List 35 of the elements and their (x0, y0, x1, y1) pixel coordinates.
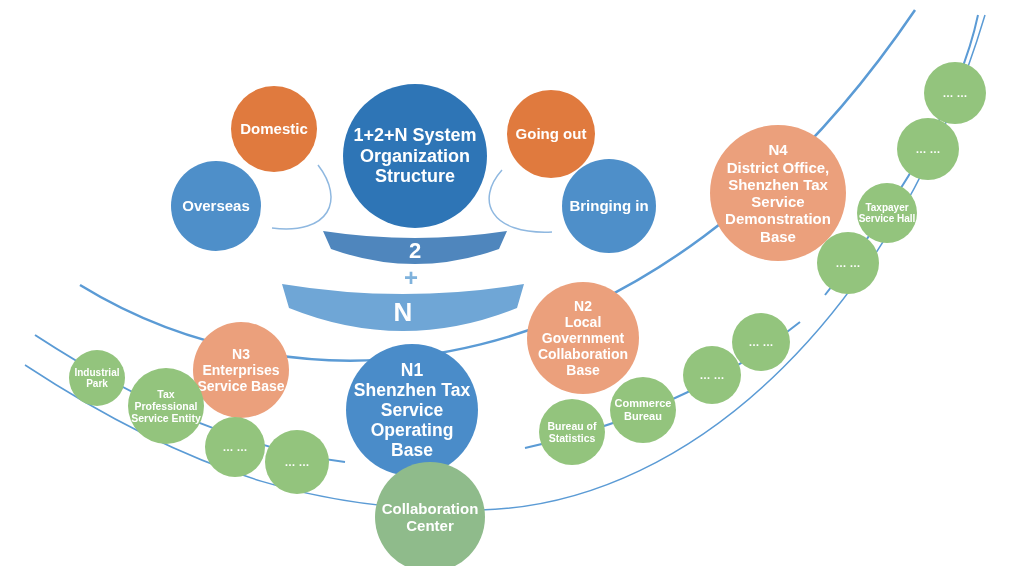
node-heading: N1 (400, 359, 424, 380)
node-text: Overseas (182, 197, 250, 215)
node-heading: N4 (768, 141, 788, 159)
node-text: … … (748, 335, 774, 349)
node-text: Shenzhen Tax Service Operating Base (352, 379, 472, 461)
circle-node (205, 417, 265, 477)
circle-node (732, 313, 790, 371)
node-text: Commerce Bureau (613, 397, 673, 423)
node-text: District Office, Shenzhen Tax Service Demonstration Base (724, 158, 832, 245)
node-text: Bureau of Statistics (546, 419, 598, 445)
node-text: … … (915, 142, 941, 156)
node-text: Bringing in (569, 197, 649, 215)
node-text: Collaboration Center (380, 499, 480, 535)
node-text: … … (284, 455, 310, 469)
band-text: N (392, 298, 414, 326)
circle-node (817, 232, 879, 294)
node-text: Taxpayer Service Hall (858, 201, 916, 225)
circle-node (897, 118, 959, 180)
node-text: Local Government Collaboration Base (536, 313, 630, 379)
node-text: Domestic (240, 120, 308, 138)
circle-node (857, 183, 917, 243)
node-text: … … (942, 86, 968, 100)
circle-node (924, 62, 986, 124)
node-heading: N3 (232, 345, 250, 362)
node-text: 1+2+N System Organization Structure (352, 124, 478, 188)
node-text: … … (699, 368, 725, 382)
node-text: Industrial Park (73, 366, 121, 390)
node-text: … … (222, 440, 248, 454)
node-text: Going out (515, 125, 587, 143)
node-text: … … (835, 256, 861, 270)
plus-sign: + (403, 271, 419, 285)
circle-node (683, 346, 741, 404)
node-heading: N2 (574, 297, 592, 314)
band-text: 2 (407, 239, 423, 263)
circle-node (69, 350, 125, 406)
